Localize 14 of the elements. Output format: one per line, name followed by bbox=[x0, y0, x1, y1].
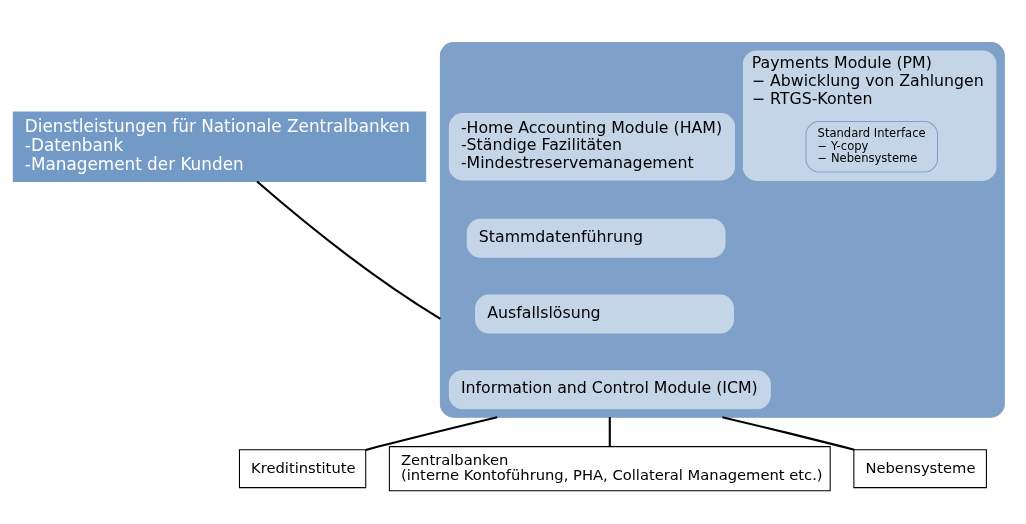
node-box: Dienstleistungen für Nationale Zentralbanken -Datenbank -Management der Kunden bbox=[12, 111, 427, 182]
connector bbox=[365, 415, 498, 451]
node-box: -Home Accounting Module (HAM) -Ständige Fazilitäten -Mindestreservemanagement bbox=[448, 112, 735, 180]
node-box: Information and Control Module (ICM) bbox=[448, 369, 771, 409]
cluster bbox=[439, 41, 1005, 418]
connector bbox=[256, 180, 441, 320]
node-box: Zentralbanken (interne Kontoführung, PHA, Collateral Management etc.) bbox=[388, 445, 831, 491]
node-box: Nebensysteme bbox=[853, 448, 987, 488]
connector bbox=[608, 416, 611, 447]
node-box: Kreditinstitute bbox=[238, 448, 367, 488]
node-box: Stammdatenführung bbox=[466, 218, 726, 258]
connector bbox=[722, 415, 855, 451]
node-box: Standard Interface − Y-copy − Nebensysteme bbox=[805, 120, 939, 173]
node-box: Ausfallslösung bbox=[475, 294, 734, 333]
